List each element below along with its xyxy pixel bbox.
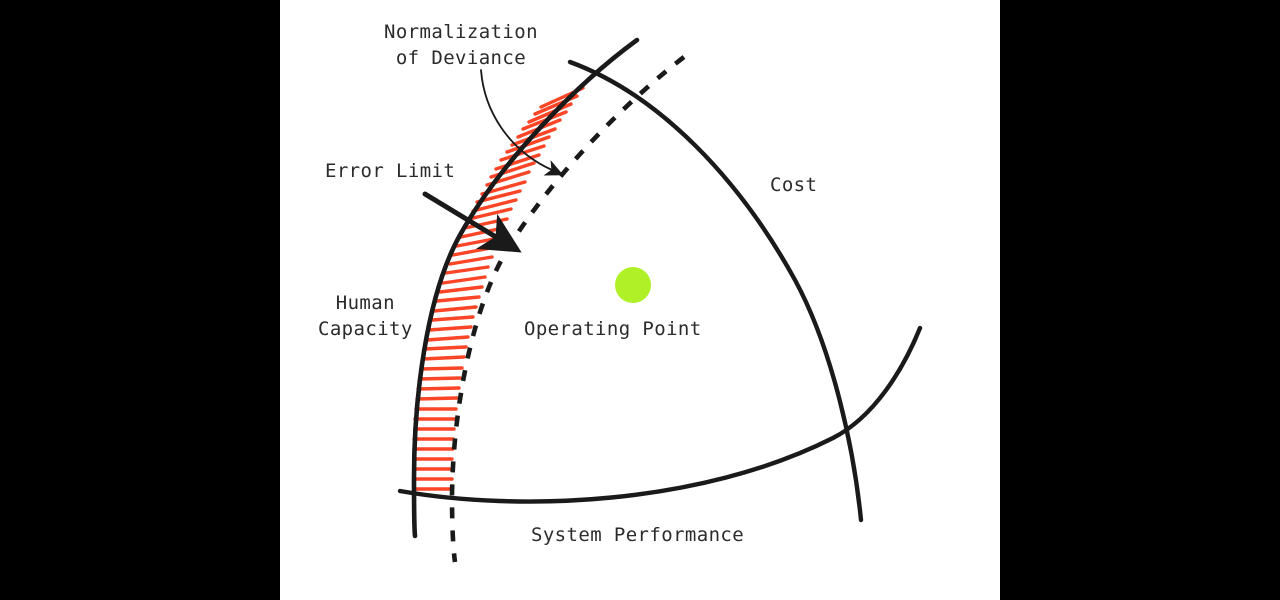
- label-normalization-of-deviance: Normalization of Deviance: [384, 21, 538, 69]
- label-system-performance: System Performance: [531, 524, 745, 546]
- error-limit-arrow: [422, 191, 522, 253]
- label-cost: Cost: [770, 174, 818, 196]
- label-human-capacity: Human Capacity: [318, 292, 413, 340]
- human-capacity-curve: [411, 37, 640, 539]
- system-performance-curve: [397, 325, 923, 504]
- cost-curve: [567, 59, 864, 523]
- label-operating-point: Operating Point: [524, 318, 702, 340]
- label-error-limit: Error Limit: [325, 160, 456, 182]
- error-limit-curve: [449, 55, 686, 563]
- normalization-of-deviance-arrow: [480, 69, 564, 176]
- operating-point-dot[interactable]: [615, 267, 651, 303]
